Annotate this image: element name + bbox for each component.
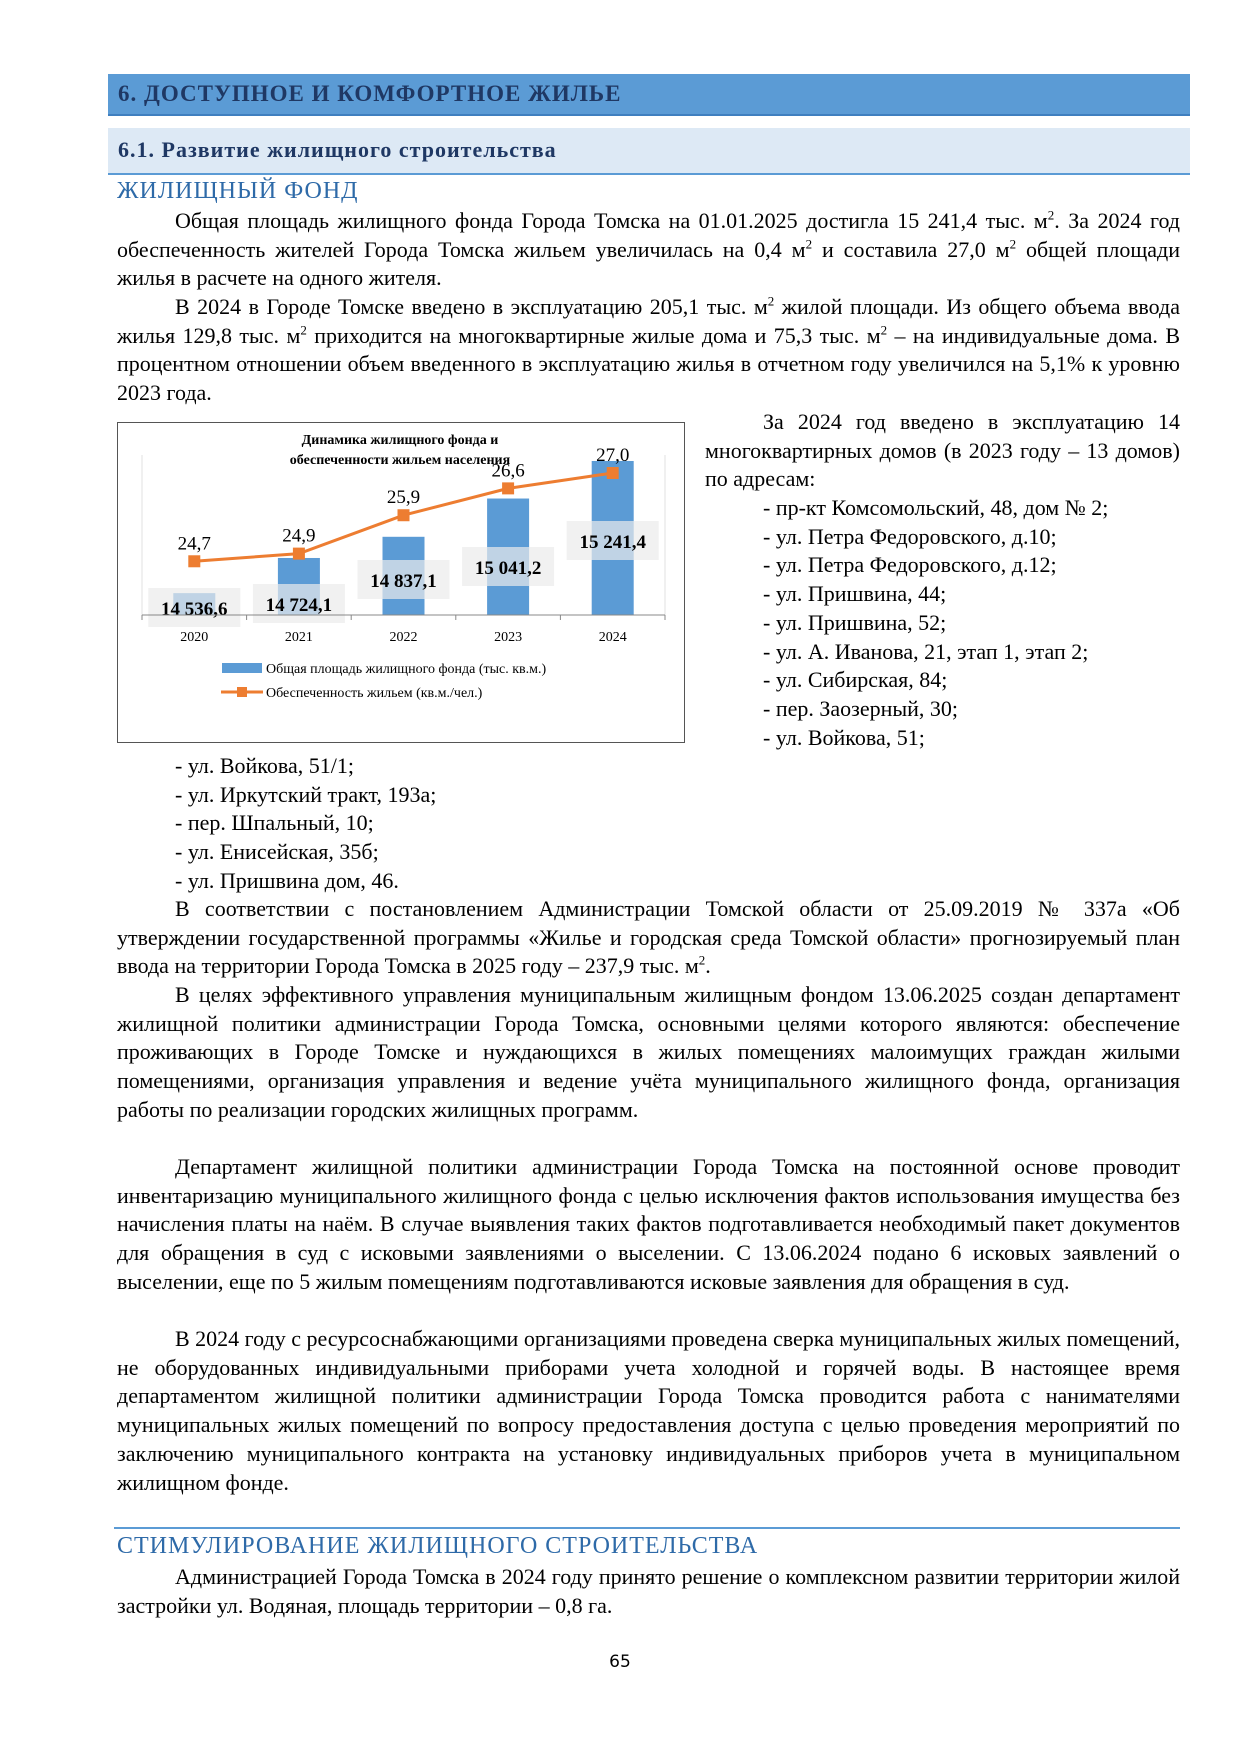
housing-chart: Динамика жилищного фонда и обеспеченности… bbox=[117, 422, 685, 743]
line-value-label: 24,7 bbox=[178, 533, 211, 554]
bar-value-label: 14 837,1 bbox=[370, 571, 437, 592]
paragraph-7: В 2024 году с ресурсоснабжающими организ… bbox=[117, 1326, 1181, 1495]
legend-line-label: Обеспеченность жильем (кв.м./чел.) bbox=[266, 686, 483, 701]
chart-svg: Динамика жилищного фонда и обеспеченности… bbox=[141, 433, 666, 701]
x-tick-label: 2024 bbox=[599, 630, 627, 645]
line-marker-2023 bbox=[502, 482, 515, 495]
address-item: - ул. Енисейская, 35б; bbox=[175, 839, 379, 865]
page-number: 65 bbox=[609, 1652, 631, 1672]
address-list-left: - ул. Войкова, 51/1; - ул. Иркутский трак… bbox=[175, 752, 436, 896]
line-marker-2020 bbox=[188, 555, 201, 568]
subsection-header: 6.1. Развитие жилищного строительства bbox=[108, 128, 1190, 175]
legend-bar-label: Общая площадь жилищного фонда (тыс. кв.м… bbox=[266, 662, 547, 677]
x-tick-label: 2020 bbox=[180, 630, 208, 645]
address-item: - ул. Пришвина, 52; bbox=[763, 609, 947, 635]
bar-value-label: 14 724,1 bbox=[266, 595, 333, 616]
paragraph-5: В целях эффективного управления муниципа… bbox=[117, 982, 1180, 1122]
line-value-label: 24,9 bbox=[282, 526, 315, 547]
paragraph-3: За 2024 год введено в эксплуатацию 14 мн… bbox=[705, 409, 1180, 492]
line-marker-2021 bbox=[292, 547, 305, 560]
section-header: 6. ДОСТУПНОЕ И КОМФОРТНОЕ ЖИЛЬЕ bbox=[108, 74, 1190, 116]
paragraph-2: В 2024 в Городе Томске введено в эксплуа… bbox=[117, 293, 1181, 406]
data-label-box bbox=[357, 560, 450, 599]
line-value-label: 26,6 bbox=[491, 460, 524, 481]
x-tick-label: 2022 bbox=[390, 630, 418, 645]
line-marker-2024 bbox=[606, 467, 619, 480]
chart-title-line2: обеспеченности жильем населения bbox=[290, 453, 511, 468]
paragraph-6: Департамент жилищной политики администра… bbox=[117, 1154, 1180, 1294]
bar-value-label: 15 041,2 bbox=[475, 558, 541, 579]
paragraph-8: Администрацией Города Томска в 2024 году… bbox=[117, 1564, 1180, 1618]
data-label-box bbox=[462, 547, 555, 586]
data-label-box bbox=[252, 584, 345, 623]
address-list-right: - пр-кт Комсомольский, 48, дом № 2; - ул.… bbox=[763, 494, 1108, 752]
address-item: - пр-кт Комсомольский, 48, дом № 2; bbox=[763, 495, 1109, 520]
bar-value-label: 15 241,4 bbox=[579, 532, 646, 553]
paragraph-1: Общая площадь жилищного фонда Города Том… bbox=[117, 207, 1181, 291]
x-tick-label: 2023 bbox=[494, 630, 522, 645]
address-item: - ул. Войкова, 51/1; bbox=[175, 753, 354, 778]
address-item: - ул. А. Иванова, 21, этап 1, этап 2; bbox=[763, 638, 1089, 664]
legend-bar-swatch bbox=[222, 663, 262, 673]
data-label-box bbox=[566, 521, 659, 560]
data-label-box bbox=[148, 588, 241, 627]
address-item: - пер. Шпальный, 10; bbox=[175, 810, 374, 836]
divider bbox=[114, 1527, 1180, 1529]
bar-value-label: 14 536,6 bbox=[161, 599, 228, 620]
x-tick-label: 2021 bbox=[285, 630, 313, 645]
address-item: - ул. Петра Федоровского, д.12; bbox=[763, 552, 1057, 578]
address-item: - ул. Пришвина, 44; bbox=[763, 581, 947, 607]
line-marker-2022 bbox=[397, 509, 410, 522]
address-item: - ул. Пришвина дом, 46. bbox=[175, 867, 399, 893]
chart-title-line1: Динамика жилищного фонда и bbox=[302, 433, 499, 448]
address-item: - ул. Войкова, 51; bbox=[763, 724, 925, 750]
address-item: - ул. Петра Федоровского, д.10; bbox=[763, 523, 1057, 549]
line-value-label: 25,9 bbox=[387, 487, 420, 508]
line-value-label: 27,0 bbox=[596, 445, 629, 466]
address-item: - ул. Сибирская, 84; bbox=[763, 667, 948, 693]
subsection-title: 6.1. Развитие жилищного строительства bbox=[118, 137, 557, 162]
paragraph-4: В соответствии с постановлением Админист… bbox=[117, 896, 1180, 979]
address-item: - ул. Иркутский тракт, 193а; bbox=[175, 781, 437, 807]
legend-line-marker bbox=[237, 687, 247, 697]
heading-housing-fund: ЖИЛИЩНЫЙ ФОНД bbox=[117, 178, 359, 204]
section-title: 6. ДОСТУПНОЕ И КОМФОРТНОЕ ЖИЛЬЕ bbox=[118, 81, 622, 106]
address-item: - пер. Заозерный, 30; bbox=[763, 695, 959, 721]
heading-stimulation: СТИМУЛИРОВАНИЕ ЖИЛИЩНОГО СТРОИТЕЛЬСТВА bbox=[117, 1533, 759, 1559]
